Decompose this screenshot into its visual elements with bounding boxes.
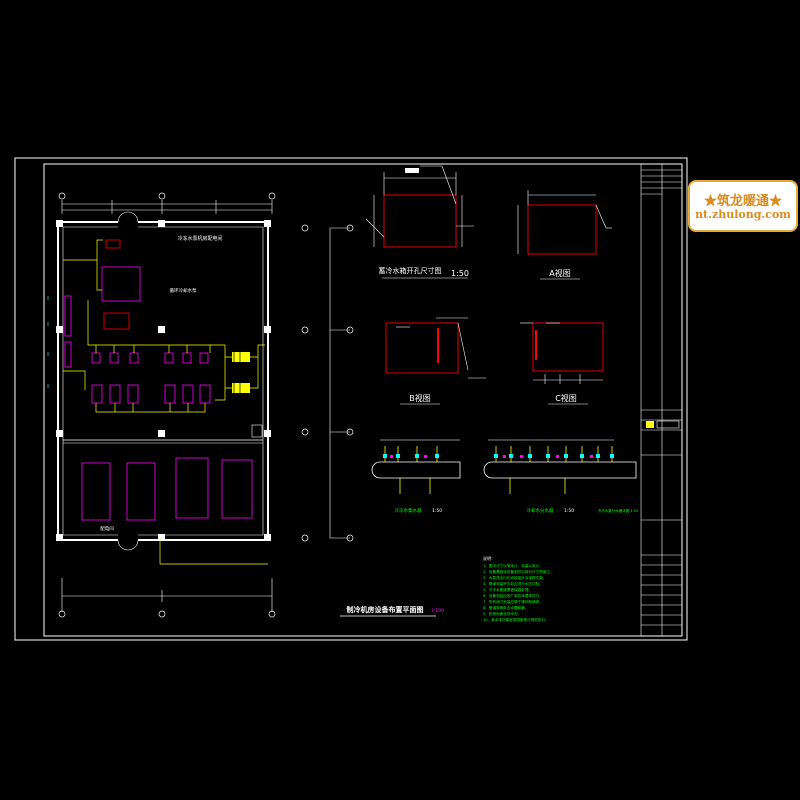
floor-plan (47, 192, 354, 618)
notes-header: 说明： (483, 555, 495, 561)
view-c-label: C视图 (555, 393, 577, 403)
main-plan-scale: 1:100 (431, 608, 444, 614)
watermark-badge: ★筑龙暖通★ nt.zhulong.com (688, 180, 798, 232)
detail-scale: 1:50 (451, 269, 469, 278)
watermark-url: nt.zhulong.com (695, 208, 791, 221)
note-line: 1、图中尺寸以毫米计，标高以米计。 (483, 563, 543, 568)
detail-title: 蓄冷水箱开孔尺寸图 (379, 266, 442, 275)
note-line: 6、设备安装应按厂家技术要求进行。 (483, 593, 543, 598)
note-line: 2、设备基础待设备到货后核对尺寸再施工。 (483, 569, 554, 574)
note-line: 5、冷冻水管道需做保温处理。 (483, 587, 532, 592)
collector-left-caption: 冷冻水集水器 (395, 507, 422, 514)
sheet-inner-frame (43, 163, 683, 637)
tank-detail: 蓄冷水箱开孔尺寸图 1:50 A视图 B视图 C视图 (365, 165, 612, 405)
title-block-logo (646, 421, 654, 428)
title-block-stamp-box (656, 420, 680, 429)
room-label-bottom: 配电间 (100, 525, 114, 532)
note-line: 7、所有阀门安装应便于操作和维修。 (483, 599, 543, 604)
note-line: 4、管道安装完毕后应进行水压试验。 (483, 581, 543, 586)
collector-right-caption: 冷却水分水器 (527, 507, 554, 514)
collector-left-scale: 1:50 (432, 508, 442, 514)
collector-left: 冷冻水集水器 1:50 (371, 439, 461, 514)
collector-right: 冷却水分水器 1:50 冷冻水集分水器详图 1:50 (483, 439, 638, 514)
room-label-mid: 循环冷却水泵 (170, 287, 197, 294)
note-line: 9、机房地面设排水沟。 (483, 611, 521, 616)
title-block (640, 164, 682, 636)
note-line: 8、管道穿墙处应设置套管。 (483, 605, 528, 610)
collector-right-scale: 1:50 (564, 508, 574, 514)
note-line: 10、其余未尽事宜按国家现行规范执行。 (483, 617, 549, 622)
watermark-title: ★筑龙暖通★ (703, 194, 782, 209)
collector-note: 冷冻水集分水器详图 1:50 (598, 508, 638, 513)
main-plan-title: 制冷机房设备布置平面图 (347, 605, 424, 614)
view-b-label: B视图 (409, 393, 431, 403)
room-label-top: 冷冻水泵机房配电间 (177, 235, 222, 242)
notes-block: 说明： 1、图中尺寸以毫米计，标高以米计。 2、设备基础待设备到货后核对尺寸再施… (483, 555, 554, 622)
note-line: 3、水泵进出口均设软接头及减振支架。 (483, 575, 546, 580)
sheet-outer-frame (14, 157, 688, 641)
view-a-label: A视图 (549, 268, 570, 278)
